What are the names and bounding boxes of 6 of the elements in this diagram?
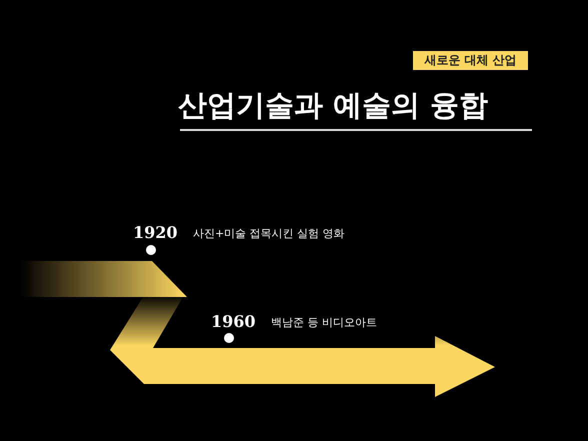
year-label: 1960 [211,313,256,331]
slide-title: 산업기술과 예술의 융합 [178,88,488,122]
year-label: 1920 [133,224,178,242]
event-description: 사진+미술 접목시킨 실험 영화 [193,227,345,241]
category-tag: 새로운 대체 산업 [413,51,528,70]
event-description: 백남준 등 비디오아트 [271,316,377,330]
